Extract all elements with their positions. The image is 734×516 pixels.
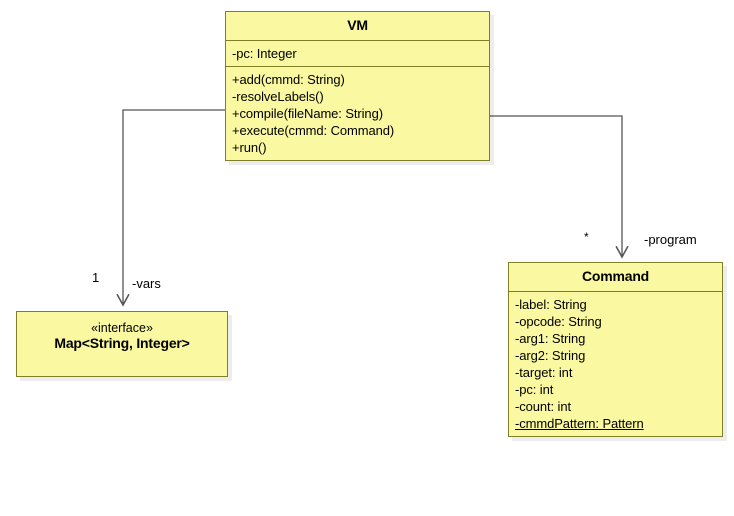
vm-operation: +compile(fileName: String) <box>232 105 383 121</box>
class-title-vm: VM <box>226 12 489 41</box>
association-role-vars: -vars <box>132 276 161 291</box>
stereotype-interface: «interface» <box>91 321 153 335</box>
command-attribute: -count: int <box>515 398 571 414</box>
command-attributes-compartment: -label: String -opcode: String -arg1: St… <box>509 292 722 436</box>
uml-class-vm[interactable]: VM -pc: Integer +add(cmmd: String) -reso… <box>225 11 490 161</box>
class-name-map: Map<String, Integer> <box>54 335 190 352</box>
class-name-command: Command <box>581 268 650 284</box>
class-name-vm: VM <box>347 17 368 33</box>
class-title-command: Command <box>509 263 722 292</box>
command-attribute: -target: int <box>515 364 573 380</box>
vm-operation: +add(cmmd: String) <box>232 71 345 87</box>
association-vm-to-map <box>116 109 225 307</box>
command-attribute-static: -cmmdPattern: Pattern <box>515 415 644 431</box>
vm-operation: +execute(cmmd: Command) <box>232 122 395 138</box>
association-multiplicity-program: * <box>584 230 589 244</box>
command-attribute: -opcode: String <box>515 313 602 329</box>
vm-operations-compartment: +add(cmmd: String) -resolveLabels() +com… <box>226 67 489 160</box>
command-attribute: -pc: int <box>515 381 554 397</box>
class-title-map: «interface» Map<String, Integer> <box>17 312 227 358</box>
vm-operation: +run() <box>232 139 267 155</box>
command-attribute: -arg2: String <box>515 347 586 363</box>
command-attribute: -arg1: String <box>515 330 586 346</box>
command-attribute: -label: String <box>515 296 587 312</box>
uml-class-map-interface[interactable]: «interface» Map<String, Integer> <box>16 311 228 377</box>
association-multiplicity-vars: 1 <box>92 270 100 285</box>
vm-attributes-compartment: -pc: Integer <box>226 41 489 67</box>
vm-attribute: -pc: Integer <box>232 45 297 61</box>
uml-class-command[interactable]: Command -label: String -opcode: String -… <box>508 262 723 437</box>
vm-operation: -resolveLabels() <box>232 88 324 104</box>
association-role-program: -program <box>644 232 697 247</box>
association-vm-to-command <box>490 115 629 259</box>
